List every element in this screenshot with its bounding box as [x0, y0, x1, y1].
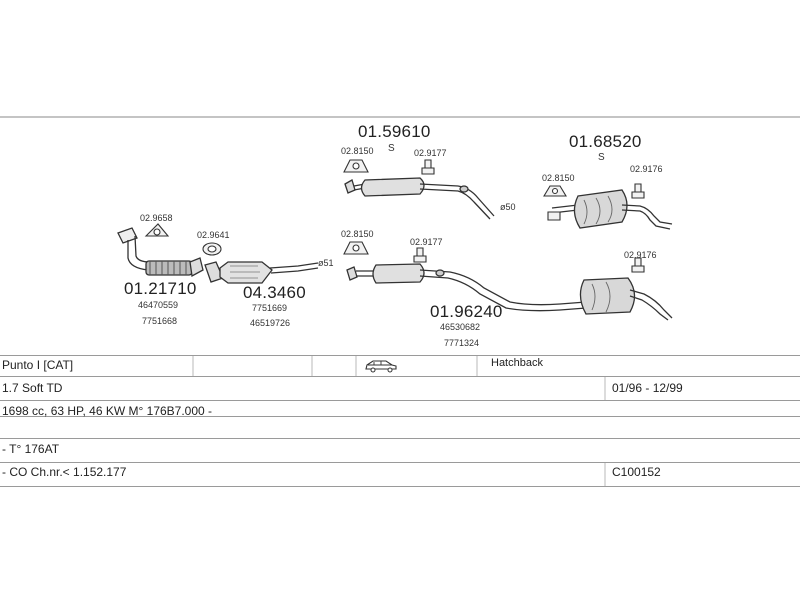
rubber-mount-shape — [343, 159, 435, 175]
accessory-number[interactable]: 02.8150 — [542, 173, 575, 183]
front-pipe-part — [117, 227, 204, 278]
part-suffix: S — [598, 152, 605, 163]
pipe-diameter-mark: ø51 — [318, 258, 334, 268]
accessory-number[interactable]: 02.9177 — [410, 237, 443, 247]
accessory-number[interactable]: 02.9176 — [624, 250, 657, 260]
oe-number: 46530682 — [440, 322, 481, 332]
part-number-front-silencer[interactable]: 01.59610 — [358, 122, 431, 141]
part-number-rear-silencer-top[interactable]: 01.68520 — [569, 132, 642, 151]
part-number-catalyst[interactable]: 04.3460 — [243, 283, 306, 302]
catalytic-converter-part — [204, 261, 319, 284]
gasket-shape — [144, 223, 170, 237]
transmission: - T° 176AT — [2, 442, 60, 456]
front-silencer-part — [344, 177, 495, 220]
body-type: Hatchback — [491, 357, 543, 369]
rubber-mount-shape — [543, 183, 645, 221]
accessory-number[interactable]: 02.9658 — [140, 213, 173, 223]
clamp-shape — [202, 242, 222, 256]
pipe-diameter-mark: ø50 — [500, 202, 516, 212]
accessory-number[interactable]: 02.9176 — [630, 164, 663, 174]
oe-number: 7751668 — [142, 316, 178, 326]
engine-name: 1.7 Soft TD — [2, 381, 63, 395]
vehicle-code: C100152 — [612, 465, 661, 479]
accessory-number[interactable]: 02.9641 — [197, 230, 230, 240]
oe-number: 7771324 — [444, 338, 480, 348]
production-period: 01/96 - 12/99 — [612, 381, 683, 395]
rear-silencer-top-part — [551, 189, 673, 230]
part-number-middle-rear-silencer[interactable]: 01.96240 — [430, 302, 503, 321]
accessory-number[interactable]: 02.9177 — [414, 148, 447, 158]
oe-number: 46470559 — [138, 300, 179, 310]
part-suffix: S — [388, 143, 395, 154]
part-number-front-pipe[interactable]: 01.21710 — [124, 279, 197, 298]
oe-number: 46519726 — [250, 318, 291, 328]
vehicle-model: Punto I [CAT] — [2, 358, 74, 372]
car-hatchback-icon — [365, 360, 397, 373]
oe-number: 7751669 — [252, 303, 288, 313]
accessory-number[interactable]: 02.8150 — [341, 229, 374, 239]
chassis-number: - CO Ch.nr.< 1.152.177 — [2, 465, 127, 479]
middle-rear-silencer-part — [346, 263, 673, 321]
accessory-number[interactable]: 02.8150 — [341, 146, 374, 156]
rubber-mount-shape — [343, 241, 645, 273]
engine-spec: 1698 cc, 63 HP, 46 KW M° 176B7.000 - — [2, 404, 213, 418]
